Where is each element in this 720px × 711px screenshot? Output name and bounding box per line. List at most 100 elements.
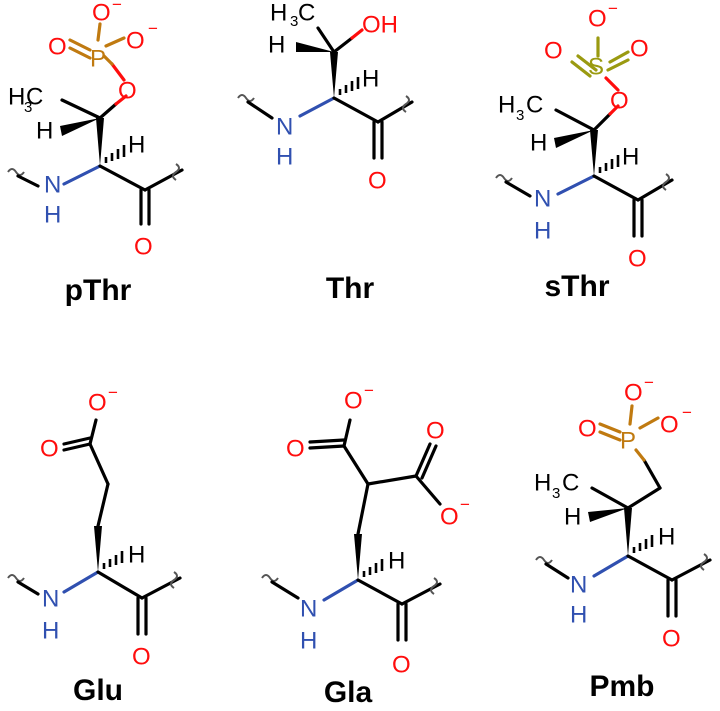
pthr-charge-right: −: [148, 19, 158, 38]
pthr-nitrogen: N: [44, 171, 61, 198]
thr-nh-hydrogen: H: [276, 143, 293, 170]
label-sthr: sThr: [544, 270, 609, 303]
sthr-charge-top: −: [608, 0, 618, 18]
glu-chain-break-left: [7, 574, 25, 582]
pmb-nh-hydrogen: H: [570, 601, 587, 628]
sthr-oxo-oxygen-left: O: [544, 37, 563, 64]
structure-pmb: N H O H H H C 3 P O O − O − Pmb: [534, 373, 712, 703]
pmb-alpha-hash: [632, 535, 654, 553]
thr-alpha-wedge: [330, 52, 338, 98]
pthr-oxo-oxygen: O: [48, 33, 67, 60]
sthr-ester-oxygen: O: [610, 87, 629, 114]
pthr-charge-top: −: [112, 0, 122, 14]
thr-alpha-hydrogen: H: [362, 65, 379, 92]
thr-hydroxyl: OH: [362, 11, 398, 38]
pthr-chain-break-left: [7, 168, 25, 176]
gla-carboxyl2-oxygen-single: O: [440, 503, 459, 530]
thr-carbonyl-oxygen: O: [368, 167, 387, 194]
thr-nitrogen: N: [276, 113, 293, 140]
pmb-oxygen-right: O: [660, 411, 679, 438]
sthr-chain-break-left: [495, 174, 513, 182]
glu-charge: −: [108, 383, 118, 402]
svg-text:H: H: [498, 91, 515, 118]
sthr-alpha-hash: [598, 155, 620, 173]
pmb-alpha-wedge: [624, 508, 632, 556]
gla-carbonyl-oxygen: O: [392, 651, 411, 678]
pthr-oxygen-top: O: [92, 0, 111, 26]
pmb-carbonyl-oxygen: O: [662, 625, 681, 652]
glu-nitrogen: N: [42, 585, 59, 612]
sthr-oxygen-top: O: [588, 5, 607, 32]
glu-chain-break-right: [170, 571, 178, 589]
structure-pthr: N H O H H H C 3 O P O O − O − pThr: [7, 0, 184, 307]
glu-alpha-hydrogen: H: [128, 541, 145, 568]
svg-text:H: H: [270, 0, 287, 26]
sthr-alpha-wedge: [590, 130, 598, 176]
thr-methyl-group: H C 3: [270, 0, 315, 30]
pthr-ester-oxygen: O: [118, 77, 137, 104]
pthr-phosphorus: P: [90, 45, 106, 72]
svg-text:C: C: [26, 83, 43, 110]
glu-alpha-hash: [102, 551, 124, 569]
sthr-nh-hydrogen: H: [534, 217, 551, 244]
svg-text:3: 3: [552, 485, 560, 502]
gla-alpha-wedge: [354, 534, 362, 580]
label-pthr: pThr: [65, 274, 132, 307]
pthr-nh-hydrogen: H: [44, 201, 61, 228]
gla-carboxyl2-oxygen-double: O: [426, 417, 445, 444]
gla-alpha-hydrogen: H: [388, 547, 405, 574]
sthr-methyl-group: H C 3: [498, 91, 543, 124]
sthr-beta-hydrogen: H: [530, 129, 547, 156]
pmb-charge-top: −: [644, 373, 654, 392]
gla-charge-2: −: [460, 495, 470, 514]
label-pmb: Pmb: [589, 670, 654, 703]
gla-carboxyl1-oxygen-double: O: [286, 435, 305, 462]
gla-chain-break-left: [261, 574, 279, 582]
svg-text:C: C: [562, 469, 579, 496]
pthr-alpha-hydrogen: H: [128, 131, 145, 158]
pthr-chain-break-right: [172, 163, 180, 181]
thr-chain-break-left: [237, 94, 255, 102]
sthr-carbonyl-oxygen: O: [628, 245, 647, 272]
pmb-beta-wedge: [588, 508, 628, 522]
pmb-alpha-hydrogen: H: [658, 523, 675, 550]
pmb-methyl-group: H C 3: [534, 469, 579, 502]
gla-nh-hydrogen: H: [300, 627, 317, 654]
sthr-alpha-hydrogen: H: [622, 143, 639, 170]
pthr-beta-wedge: [60, 118, 100, 136]
sthr-oxo-oxygen-right: O: [630, 35, 649, 62]
structure-gla: N H O H O O − O O − Gla: [261, 381, 470, 709]
pthr-oxygen-right: O: [126, 27, 145, 54]
svg-text:3: 3: [516, 107, 524, 124]
glu-nh-hydrogen: H: [42, 617, 59, 644]
pthr-alpha-hash: [104, 145, 126, 163]
glu-alpha-wedge: [94, 526, 102, 572]
glu-carboxyl-oxygen-single: O: [88, 389, 107, 416]
pmb-chain-break-left: [535, 556, 553, 564]
pmb-oxygen-top: O: [624, 379, 643, 406]
glu-carbonyl-oxygen: O: [132, 643, 151, 670]
pthr-beta-hydrogen: H: [36, 117, 53, 144]
sthr-nitrogen: N: [534, 185, 551, 212]
gla-charge-1: −: [364, 381, 374, 400]
gla-carboxyl1-oxygen-single: O: [344, 387, 363, 414]
pthr-methyl-group: H C 3: [8, 83, 43, 116]
label-gla: Gla: [324, 676, 373, 709]
svg-text:C: C: [526, 91, 543, 118]
gla-nitrogen: N: [300, 595, 317, 622]
thr-beta-wedge: [296, 42, 334, 52]
label-glu: Glu: [73, 674, 123, 707]
glu-carboxyl-oxygen-double: O: [40, 435, 59, 462]
pthr-carbonyl-oxygen: O: [134, 233, 153, 260]
thr-chain-break-right: [402, 95, 410, 113]
svg-text:3: 3: [290, 13, 298, 30]
svg-text:H: H: [534, 469, 551, 496]
svg-text:3: 3: [24, 99, 32, 116]
thr-alpha-hash: [338, 77, 360, 95]
structure-glu: N H O H O O − Glu: [7, 383, 182, 707]
pmb-charge-right: −: [682, 403, 692, 422]
structure-sthr: N H O H H H C 3 O S O O O − sThr: [495, 0, 674, 303]
pthr-alpha-wedge: [96, 118, 104, 166]
svg-text:H: H: [8, 83, 25, 110]
